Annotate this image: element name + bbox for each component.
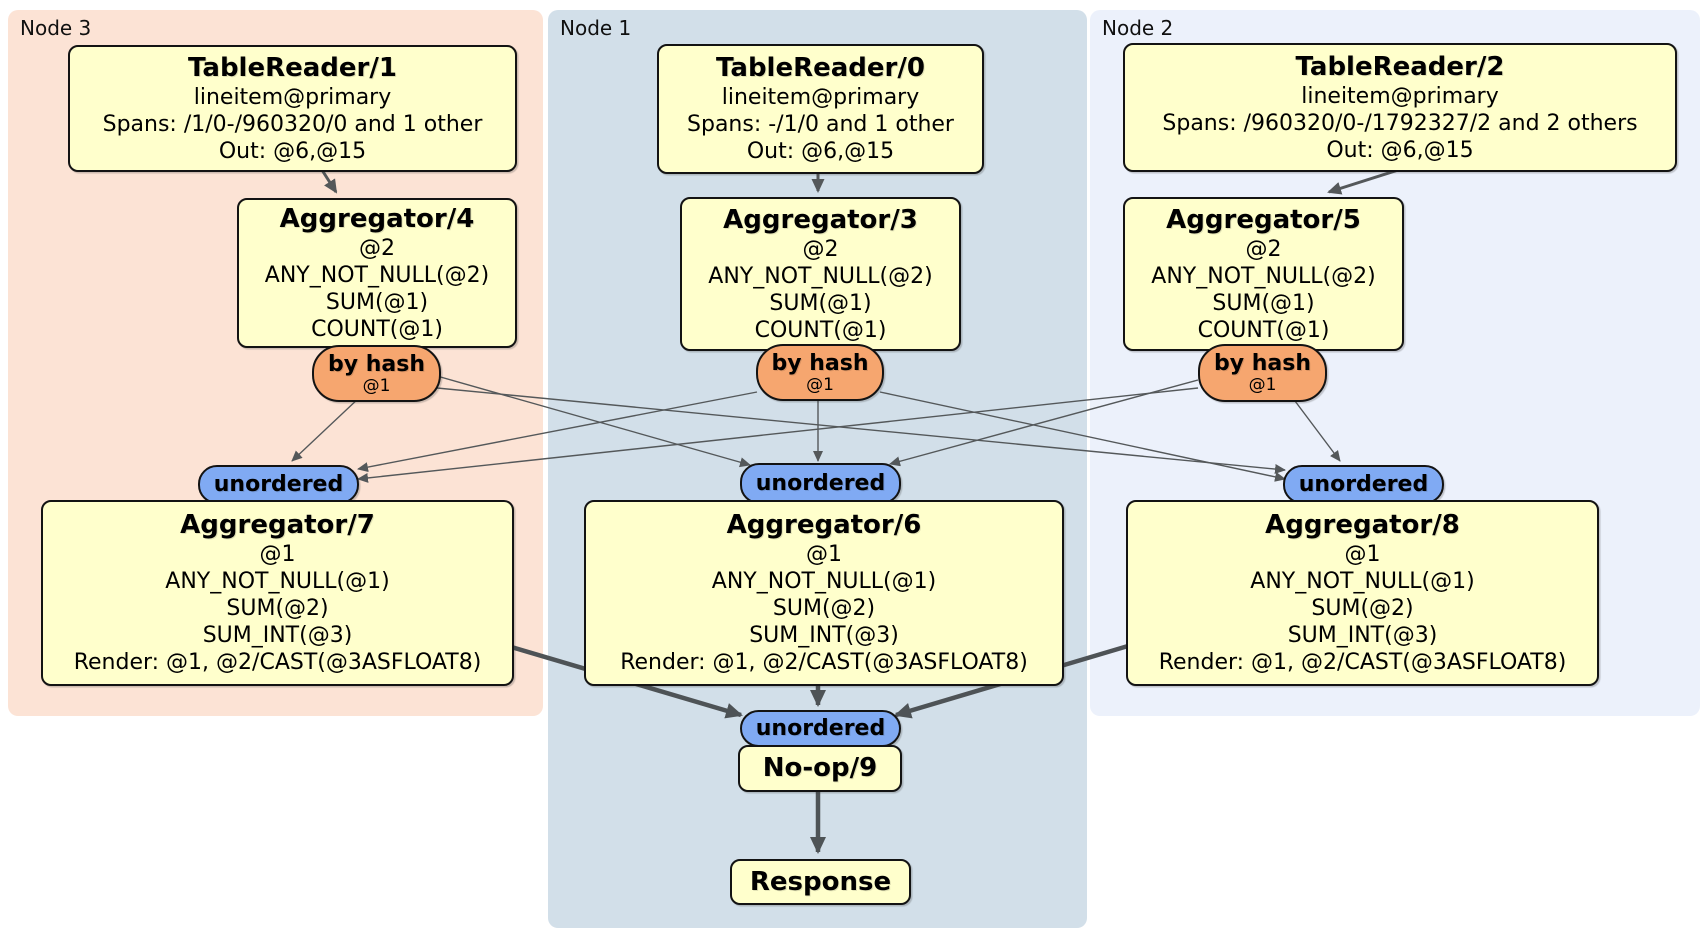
processor-detail: ANY_NOT_NULL(@2) bbox=[1151, 263, 1376, 289]
processor-response: Response bbox=[730, 859, 911, 905]
processor-title: Aggregator/7 bbox=[180, 510, 375, 540]
region-node1-label: Node 1 bbox=[560, 16, 632, 40]
sync-unordered-6: unordered bbox=[740, 463, 901, 504]
processor-detail: ANY_NOT_NULL(@2) bbox=[708, 263, 933, 289]
processor-aggregator-8: Aggregator/8 @1 ANY_NOT_NULL(@1) SUM(@2)… bbox=[1126, 500, 1599, 686]
processor-detail: @2 bbox=[802, 236, 839, 262]
processor-detail: ANY_NOT_NULL(@1) bbox=[711, 569, 937, 594]
sync-label: unordered bbox=[755, 471, 886, 496]
edge-byhash5-sync6 bbox=[889, 379, 1199, 467]
edge-byhash4-sync6 bbox=[436, 375, 751, 468]
sync-label: unordered bbox=[1298, 472, 1429, 497]
processor-detail: Render: @1, @2/CAST(@3ASFLOAT8) bbox=[1158, 650, 1567, 675]
router-by-hash-5: by hash @1 bbox=[1198, 344, 1327, 402]
sync-unordered-9: unordered bbox=[740, 710, 901, 747]
processor-title: No-op/9 bbox=[762, 753, 878, 783]
sync-label: unordered bbox=[213, 472, 344, 497]
processor-detail: lineitem@primary bbox=[1301, 83, 1499, 109]
processor-detail: SUM_INT(@3) bbox=[1287, 623, 1438, 648]
processor-detail: ANY_NOT_NULL(@2) bbox=[264, 262, 490, 288]
processor-title: Aggregator/3 bbox=[723, 204, 918, 235]
processor-detail: COUNT(@1) bbox=[311, 316, 443, 342]
processor-detail: SUM(@1) bbox=[325, 289, 429, 315]
processor-detail: Spans: /1/0-/960320/0 and 1 other bbox=[102, 111, 483, 137]
processor-detail: SUM(@2) bbox=[772, 596, 876, 621]
processor-aggregator-7: Aggregator/7 @1 ANY_NOT_NULL(@1) SUM(@2)… bbox=[41, 500, 514, 686]
sync-unordered-7: unordered bbox=[198, 465, 359, 504]
processor-detail: @1 bbox=[806, 542, 842, 567]
sync-label: unordered bbox=[755, 716, 886, 741]
processor-detail: ANY_NOT_NULL(@1) bbox=[165, 569, 390, 594]
edge-byhash3-sync7 bbox=[357, 391, 758, 473]
router-label: by hash bbox=[771, 350, 869, 376]
processor-detail: lineitem@primary bbox=[721, 85, 920, 110]
processor-detail: SUM_INT(@3) bbox=[749, 623, 899, 648]
processor-detail: lineitem@primary bbox=[193, 84, 392, 110]
processor-detail: COUNT(@1) bbox=[754, 317, 887, 343]
sync-unordered-8: unordered bbox=[1283, 465, 1444, 504]
processor-tablereader-1: TableReader/1 lineitem@primary Spans: /1… bbox=[68, 45, 517, 172]
processor-title: Aggregator/8 bbox=[1265, 510, 1460, 540]
processor-detail: SUM(@2) bbox=[226, 596, 329, 621]
edge-tr2-agg5 bbox=[1327, 168, 1399, 195]
edge-byhash4-sync7 bbox=[291, 396, 361, 462]
processor-detail: Out: @6,@15 bbox=[218, 138, 367, 164]
region-node2-label: Node 2 bbox=[1102, 16, 1174, 40]
processor-detail: Render: @1, @2/CAST(@3ASFLOAT8) bbox=[620, 650, 1028, 675]
edge-byhash4-sync8 bbox=[436, 387, 1286, 475]
processor-detail: Out: @6,@15 bbox=[746, 139, 895, 164]
processor-detail: SUM(@2) bbox=[1311, 596, 1414, 621]
processor-title: TableReader/2 bbox=[1295, 51, 1505, 82]
processor-title: TableReader/1 bbox=[188, 52, 397, 83]
processor-detail: @2 bbox=[1245, 236, 1282, 262]
processor-detail: SUM_INT(@3) bbox=[202, 623, 353, 648]
region-node3-label: Node 3 bbox=[20, 16, 92, 40]
processor-tablereader-0: TableReader/0 lineitem@primary Spans: -/… bbox=[657, 44, 984, 174]
router-label: by hash bbox=[327, 351, 425, 377]
router-key: @1 bbox=[806, 374, 834, 395]
processor-title: TableReader/0 bbox=[716, 53, 925, 83]
processor-noop-9: No-op/9 bbox=[738, 745, 902, 792]
processor-detail: COUNT(@1) bbox=[1197, 317, 1330, 343]
processor-title: Aggregator/6 bbox=[726, 510, 922, 540]
router-by-hash-4: by hash @1 bbox=[312, 345, 441, 402]
processor-detail: ANY_NOT_NULL(@1) bbox=[1250, 569, 1475, 594]
processor-detail: @2 bbox=[359, 235, 395, 261]
edge-byhash5-sync7 bbox=[357, 387, 1199, 483]
processor-detail: SUM(@1) bbox=[769, 290, 872, 316]
edge-byhash5-sync8 bbox=[1291, 396, 1341, 462]
processor-detail: @1 bbox=[259, 542, 296, 567]
processor-detail: SUM(@1) bbox=[1212, 290, 1315, 316]
router-key: @1 bbox=[362, 375, 391, 396]
processor-aggregator-6: Aggregator/6 @1 ANY_NOT_NULL(@1) SUM(@2)… bbox=[584, 500, 1064, 686]
processor-aggregator-3: Aggregator/3 @2 ANY_NOT_NULL(@2) SUM(@1)… bbox=[680, 197, 961, 351]
processor-detail: Render: @1, @2/CAST(@3ASFLOAT8) bbox=[73, 650, 482, 675]
processor-title: Aggregator/4 bbox=[279, 203, 475, 234]
processor-tablereader-2: TableReader/2 lineitem@primary Spans: /9… bbox=[1123, 43, 1677, 172]
processor-title: Aggregator/5 bbox=[1166, 204, 1361, 235]
processor-aggregator-5: Aggregator/5 @2 ANY_NOT_NULL(@2) SUM(@1)… bbox=[1123, 197, 1404, 351]
processor-detail: Spans: -/1/0 and 1 other bbox=[687, 112, 954, 137]
processor-title: Response bbox=[749, 866, 892, 897]
processor-detail: Spans: /960320/0-/1792327/2 and 2 others bbox=[1162, 110, 1638, 136]
router-by-hash-3: by hash @1 bbox=[756, 344, 884, 401]
edge-byhash3-sync8 bbox=[879, 391, 1286, 482]
processor-aggregator-4: Aggregator/4 @2 ANY_NOT_NULL(@2) SUM(@1)… bbox=[237, 198, 517, 348]
processor-detail: @1 bbox=[1344, 542, 1381, 567]
processor-detail: Out: @6,@15 bbox=[1326, 137, 1474, 163]
router-key: @1 bbox=[1248, 375, 1277, 395]
router-label: by hash bbox=[1213, 351, 1311, 376]
edge-tr1-agg4 bbox=[320, 169, 338, 194]
